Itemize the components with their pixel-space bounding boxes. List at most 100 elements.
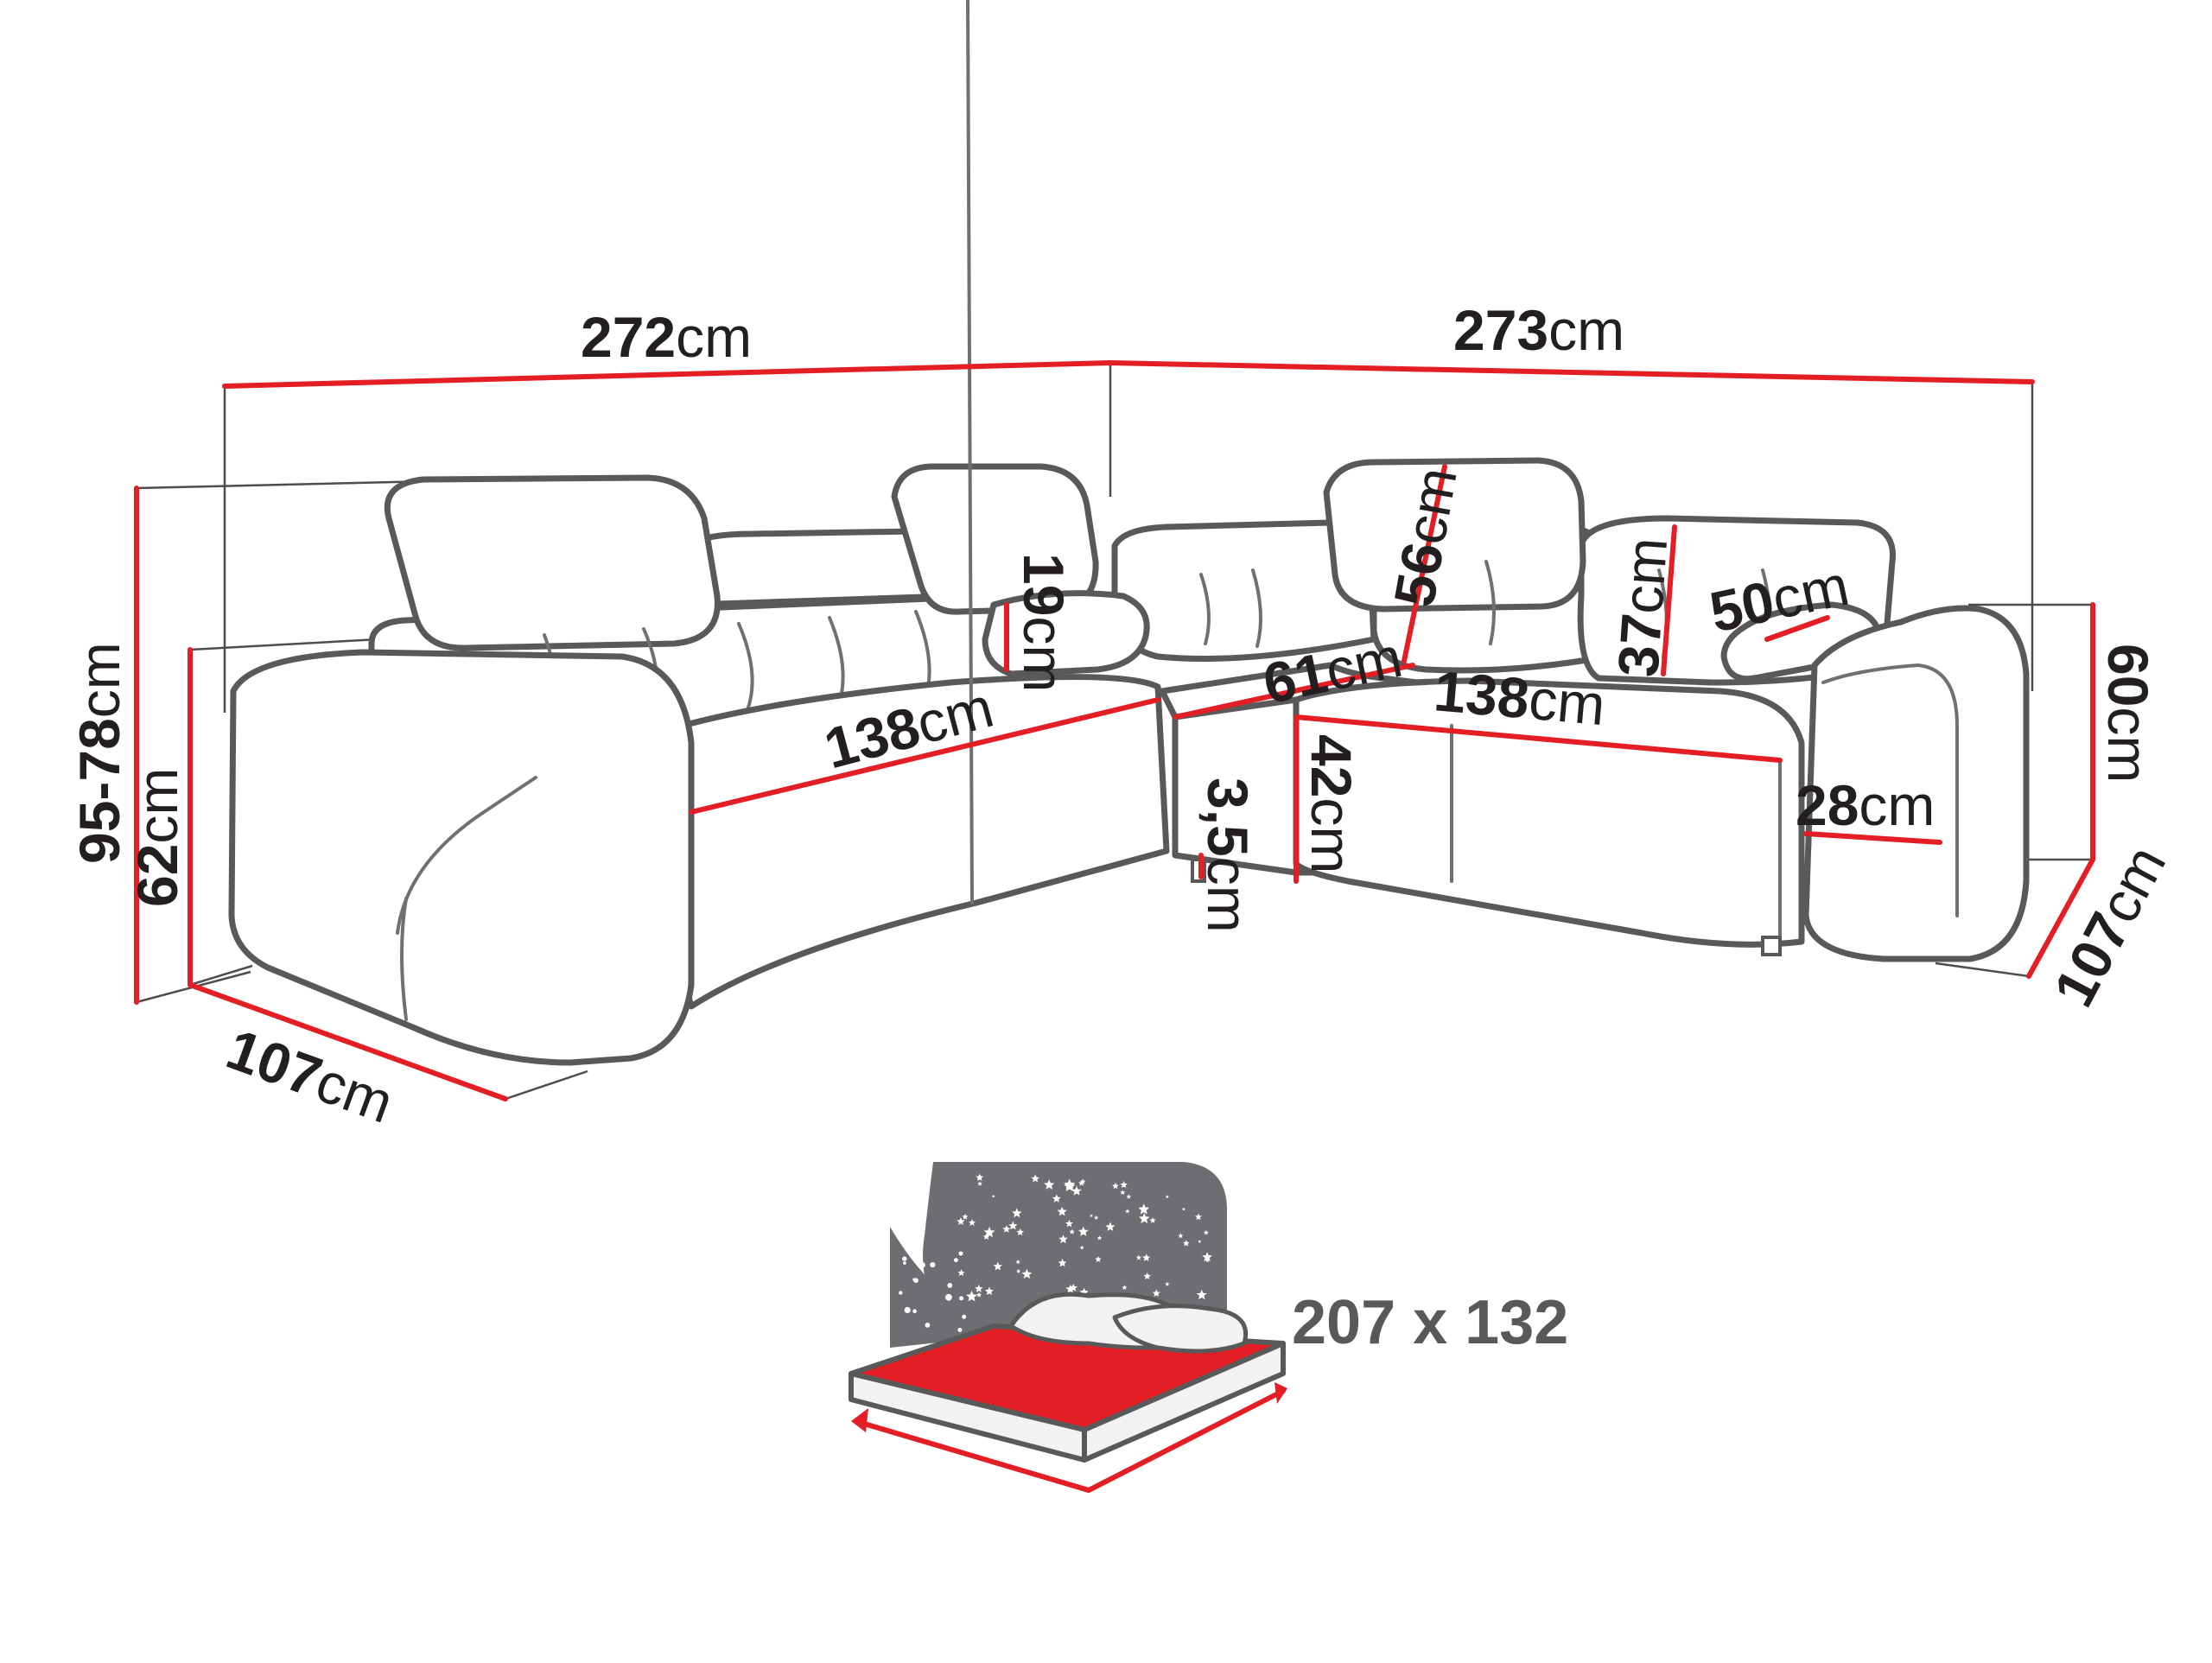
star-icon [1105,1222,1116,1231]
star-icon [991,1194,995,1198]
depth-left-line [188,982,508,1101]
star-icon [1094,1215,1099,1220]
star-icon [945,1293,952,1301]
star-icon [1090,1214,1093,1217]
star-icon [1195,1213,1202,1221]
corner-61-line [1173,663,1415,720]
star-icon [984,1286,994,1296]
star-icon [1165,1195,1169,1199]
label-3-5cm: 3,5cm [1196,778,1260,933]
label-42cm: 42cm [1300,734,1363,873]
star-icon [1196,1289,1207,1300]
star-icon [1079,1245,1084,1250]
star-icon [1202,1252,1212,1262]
star-icon [899,1291,903,1295]
dimension-lines [134,359,2095,1101]
star-icon [1182,1240,1190,1247]
label-107cm-left: 107cm [219,1017,401,1135]
star-icon [1080,1178,1086,1184]
star-icon [959,1296,964,1301]
star-icon [1152,1289,1160,1297]
star-icon [1125,1209,1130,1214]
star-icon [919,1245,924,1248]
star-icon [1095,1255,1102,1262]
star-icon [947,1283,953,1288]
star-icon [968,1219,976,1226]
night-sky-icon [923,1162,1227,1330]
sleeping-area-icon: 207 x 132 [849,1162,1568,1494]
star-icon [1008,1221,1018,1230]
seat-width-right-line [1294,714,1783,763]
star-icon [1071,1185,1082,1196]
star-icon [975,1284,983,1292]
star-icon [993,1261,1002,1271]
seat-width-left-line [689,697,1160,815]
back-37-line [1661,524,1677,676]
label-107cm-right: 107cm [2041,835,2177,1017]
star-icon [957,1328,963,1332]
star-icon [1077,1226,1089,1236]
star-icon [1065,1284,1076,1293]
label-28cm: 28cm [1796,773,1935,837]
corner-sofa-drawing [228,0,2030,1066]
star-icon [904,1306,911,1314]
label-95-78cm: 95-78cm [67,642,131,864]
star-icon [962,1314,967,1319]
width-line [222,359,2035,389]
label-61cm: 61cm [1258,625,1408,716]
star-icon [1135,1254,1142,1260]
star-icon [1069,1228,1075,1235]
star-icon [1149,1217,1156,1223]
stars-icon [899,1173,1212,1332]
star-icon [1203,1229,1209,1235]
star-icon [925,1323,931,1328]
sleeping-area-size: 207 x 132 [1292,1288,1568,1357]
star-icon [957,1269,965,1276]
star-icon [912,1278,916,1281]
star-icon [1078,1179,1085,1186]
star-icon [1002,1225,1011,1233]
star-icon [912,1309,917,1313]
star-icon [930,1262,936,1268]
star-icon [1057,1206,1067,1216]
star-icon [982,1233,990,1240]
label-272cm: 272cm [581,305,752,369]
armrest-28-line [1803,831,1942,845]
star-icon [1138,1213,1150,1223]
star-icon [1096,1235,1103,1241]
star-icon [1015,1260,1020,1265]
star-icon [962,1213,969,1220]
star-icon [1031,1174,1039,1183]
label-19cm: 19cm [1012,553,1076,692]
star-icon [1165,1281,1170,1286]
star-icon [919,1262,925,1268]
star-icon [1112,1182,1119,1190]
bolster-50-line [1764,615,1830,642]
star-icon [1143,1272,1151,1279]
star-icon [1058,1258,1067,1267]
star-icon [1126,1194,1132,1199]
star-icon [1142,1254,1151,1261]
star-icon [976,1292,982,1298]
star-icon [977,1181,982,1186]
label-62cm: 62cm [125,768,189,907]
star-icon [957,1217,965,1225]
star-icon [1065,1219,1073,1228]
guide-lines [136,363,2093,1101]
star-icon [1181,1207,1185,1211]
label-56cm: 56cm [1382,463,1469,612]
star-icon [954,1258,958,1263]
label-273cm: 273cm [1453,298,1624,362]
star-icon [1138,1203,1150,1215]
star-icon [958,1251,963,1256]
star-icon [1064,1178,1076,1190]
star-icon [1016,1268,1021,1273]
label-138cm-right: 138cm [1432,658,1608,737]
star-icon [1016,1228,1025,1236]
sleeping-length-arrow [853,1388,1286,1494]
star-icon [1058,1235,1068,1244]
star-icon [966,1291,977,1302]
star-icon [1012,1208,1022,1218]
